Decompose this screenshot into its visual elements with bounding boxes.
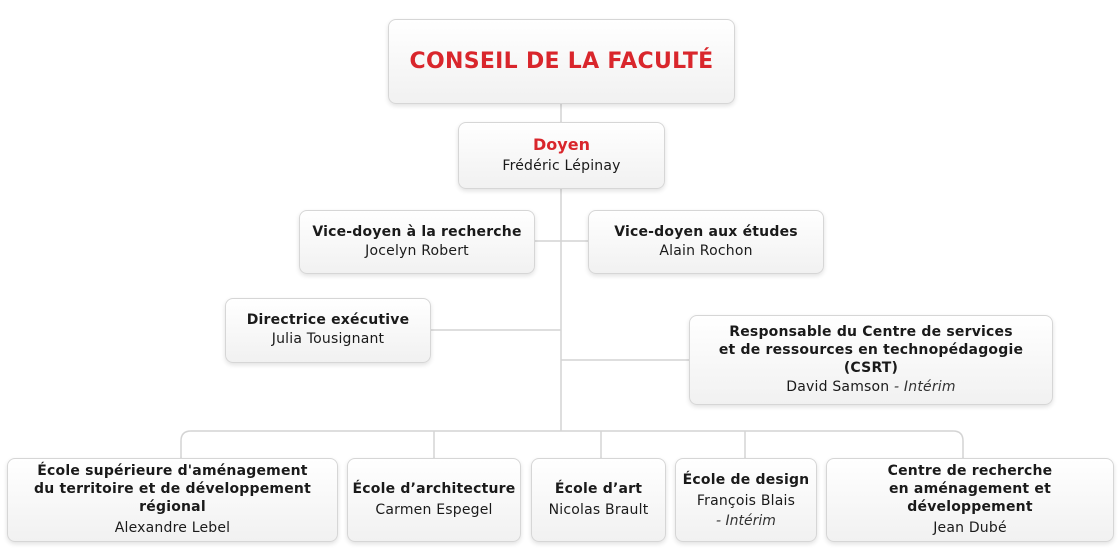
dean-box: Doyen Frédéric Lépinay: [458, 122, 665, 189]
unit-name: Jean Dubé: [933, 519, 1007, 536]
vice-dean-research-name: Jocelyn Robert: [365, 242, 469, 259]
unit-title: Centre de recherche en aménagement et dé…: [887, 462, 1053, 515]
executive-director-box: Directrice exécutive Julia Tousignant: [225, 298, 431, 363]
dean-name: Frédéric Lépinay: [502, 158, 621, 174]
unit-interim-note: - Intérim: [716, 512, 776, 529]
unit-box-planning-school: École supérieure d'aménagement du territ…: [7, 458, 338, 542]
executive-director-name: Julia Tousignant: [271, 331, 385, 347]
unit-title: École d’art: [554, 480, 643, 497]
csrt-box: Responsable du Centre de services et de …: [689, 315, 1053, 405]
unit-name: Nicolas Brault: [548, 501, 649, 518]
unit-name: Alexandre Lebel: [114, 519, 231, 536]
unit-box-design-school: École de design François Blais - Intérim: [675, 458, 817, 542]
vice-dean-studies-box: Vice-doyen aux études Alain Rochon: [588, 210, 824, 274]
vice-dean-research-box: Vice-doyen à la recherche Jocelyn Robert: [299, 210, 535, 274]
vice-dean-research-title: Vice-doyen à la recherche: [312, 223, 522, 240]
council-box: CONSEIL DE LA FACULTÉ: [388, 19, 735, 104]
csrt-interim-note: - Intérim: [889, 378, 956, 395]
dean-title: Doyen: [533, 135, 590, 154]
unit-name: François Blais: [696, 492, 796, 509]
executive-director-title: Directrice exécutive: [246, 312, 410, 328]
unit-box-research-center: Centre de recherche en aménagement et dé…: [826, 458, 1114, 542]
unit-box-architecture-school: École d’architecture Carmen Espegel: [347, 458, 521, 542]
vice-dean-studies-title: Vice-doyen aux études: [614, 223, 798, 240]
csrt-title: Responsable du Centre de services et de …: [718, 323, 1024, 376]
csrt-name-line: David Samson - Intérim: [786, 377, 955, 398]
unit-title: École d’architecture: [352, 480, 516, 497]
unit-title: École de design: [682, 471, 810, 488]
csrt-name: David Samson: [786, 378, 890, 395]
unit-name: Carmen Espegel: [375, 501, 493, 518]
vice-dean-studies-name: Alain Rochon: [659, 242, 753, 259]
council-title: CONSEIL DE LA FACULTÉ: [409, 49, 714, 74]
unit-box-art-school: École d’art Nicolas Brault: [531, 458, 666, 542]
unit-title: École supérieure d'aménagement du territ…: [34, 462, 311, 515]
